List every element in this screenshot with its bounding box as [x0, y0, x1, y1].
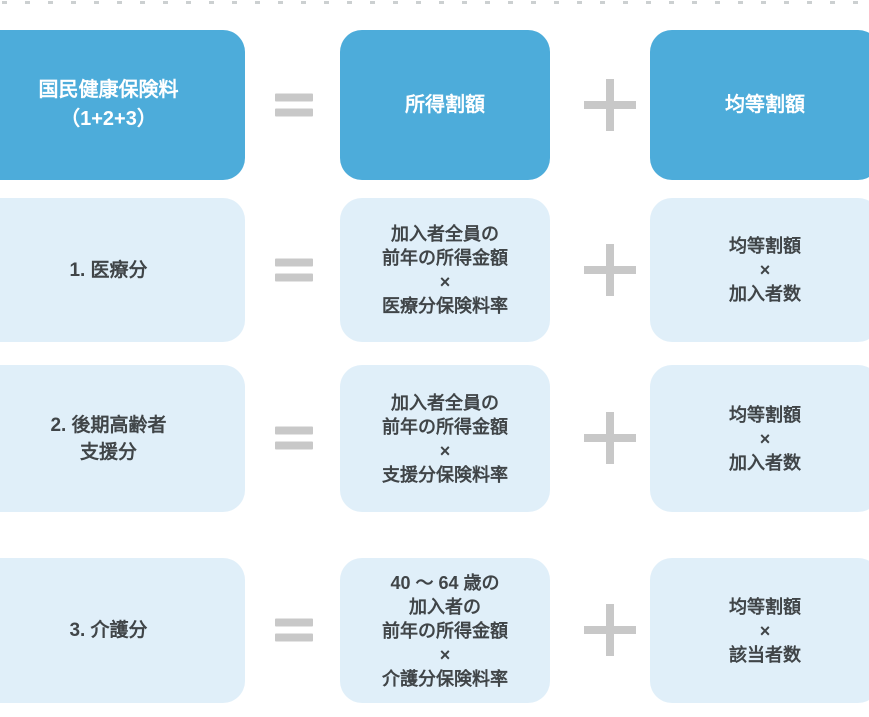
- formula-line: 前年の所得金額: [382, 416, 508, 437]
- formula-line: 該当者数: [729, 644, 801, 665]
- formula-line: 加入者全員の: [391, 224, 499, 244]
- multiply-sign: ×: [439, 644, 451, 665]
- formula-line: 介護分保険料率: [382, 668, 508, 689]
- total-premium-box: 国民健康保険料 （1+2+3）: [0, 30, 245, 180]
- plus-operator-icon: [584, 244, 636, 296]
- income-based-share-label: 所得割額: [405, 93, 485, 116]
- per-capita-share-label: 均等割額: [725, 93, 805, 116]
- care-portion-label-box: 3. 介護分: [0, 558, 245, 703]
- support-portion-formula-box: 加入者全員の 前年の所得金額 × 支援分保険料率: [340, 365, 550, 512]
- support-portion-label: 支援分: [79, 441, 137, 463]
- formula-line: 均等割額: [729, 404, 801, 425]
- formula-line: 前年の所得金額: [382, 248, 508, 268]
- medical-portion-formula-box: 加入者全員の 前年の所得金額 × 医療分保険料率: [340, 198, 550, 342]
- formula-line: 加入者数: [729, 284, 801, 304]
- support-portion-label-box: 2. 後期高齢者 支援分: [0, 365, 245, 512]
- support-per-capita-box: 均等割額 × 加入者数: [650, 365, 869, 512]
- total-premium-line: 国民健康保険料: [38, 79, 179, 101]
- support-portion-label: 2. 後期高齢者: [50, 414, 167, 436]
- multiply-sign: ×: [439, 440, 451, 461]
- medical-portion-label: 1. 医療分: [69, 259, 148, 281]
- plus-operator-icon: [584, 79, 636, 131]
- formula-line: 均等割額: [729, 236, 801, 256]
- care-portion-label: 3. 介護分: [69, 620, 148, 641]
- plus-operator-icon: [584, 604, 636, 656]
- equals-operator-icon: [275, 618, 313, 642]
- per-capita-share-box: 均等割額: [650, 30, 869, 180]
- formula-line: 加入者の: [409, 596, 481, 617]
- formula-line: 40 ～ 64 歳の: [390, 572, 500, 593]
- formula-line: 医療分保険料率: [382, 296, 508, 316]
- formula-line: 前年の所得金額: [382, 620, 508, 641]
- cropped-text-remnant: [2, 1, 862, 4]
- formula-line: 均等割額: [729, 596, 801, 617]
- care-portion-formula-box: 40 ～ 64 歳の 加入者の 前年の所得金額 × 介護分保険料率: [340, 558, 550, 703]
- formula-line: 加入者全員の: [391, 392, 499, 413]
- formula-line: 加入者数: [729, 452, 801, 473]
- multiply-sign: ×: [759, 260, 771, 280]
- total-premium-line: （1+2+3）: [60, 108, 157, 130]
- multiply-sign: ×: [439, 272, 451, 292]
- medical-portion-label-box: 1. 医療分: [0, 198, 245, 342]
- care-per-capita-box: 均等割額 × 該当者数: [650, 558, 869, 703]
- medical-per-capita-box: 均等割額 × 加入者数: [650, 198, 869, 342]
- multiply-sign: ×: [759, 428, 771, 449]
- multiply-sign: ×: [759, 620, 771, 641]
- plus-operator-icon: [584, 412, 636, 464]
- equals-operator-icon: [275, 258, 313, 282]
- formula-line: 支援分保険料率: [382, 464, 508, 485]
- equals-operator-icon: [275, 426, 313, 450]
- income-based-share-box: 所得割額: [340, 30, 550, 180]
- equals-operator-icon: [275, 93, 313, 117]
